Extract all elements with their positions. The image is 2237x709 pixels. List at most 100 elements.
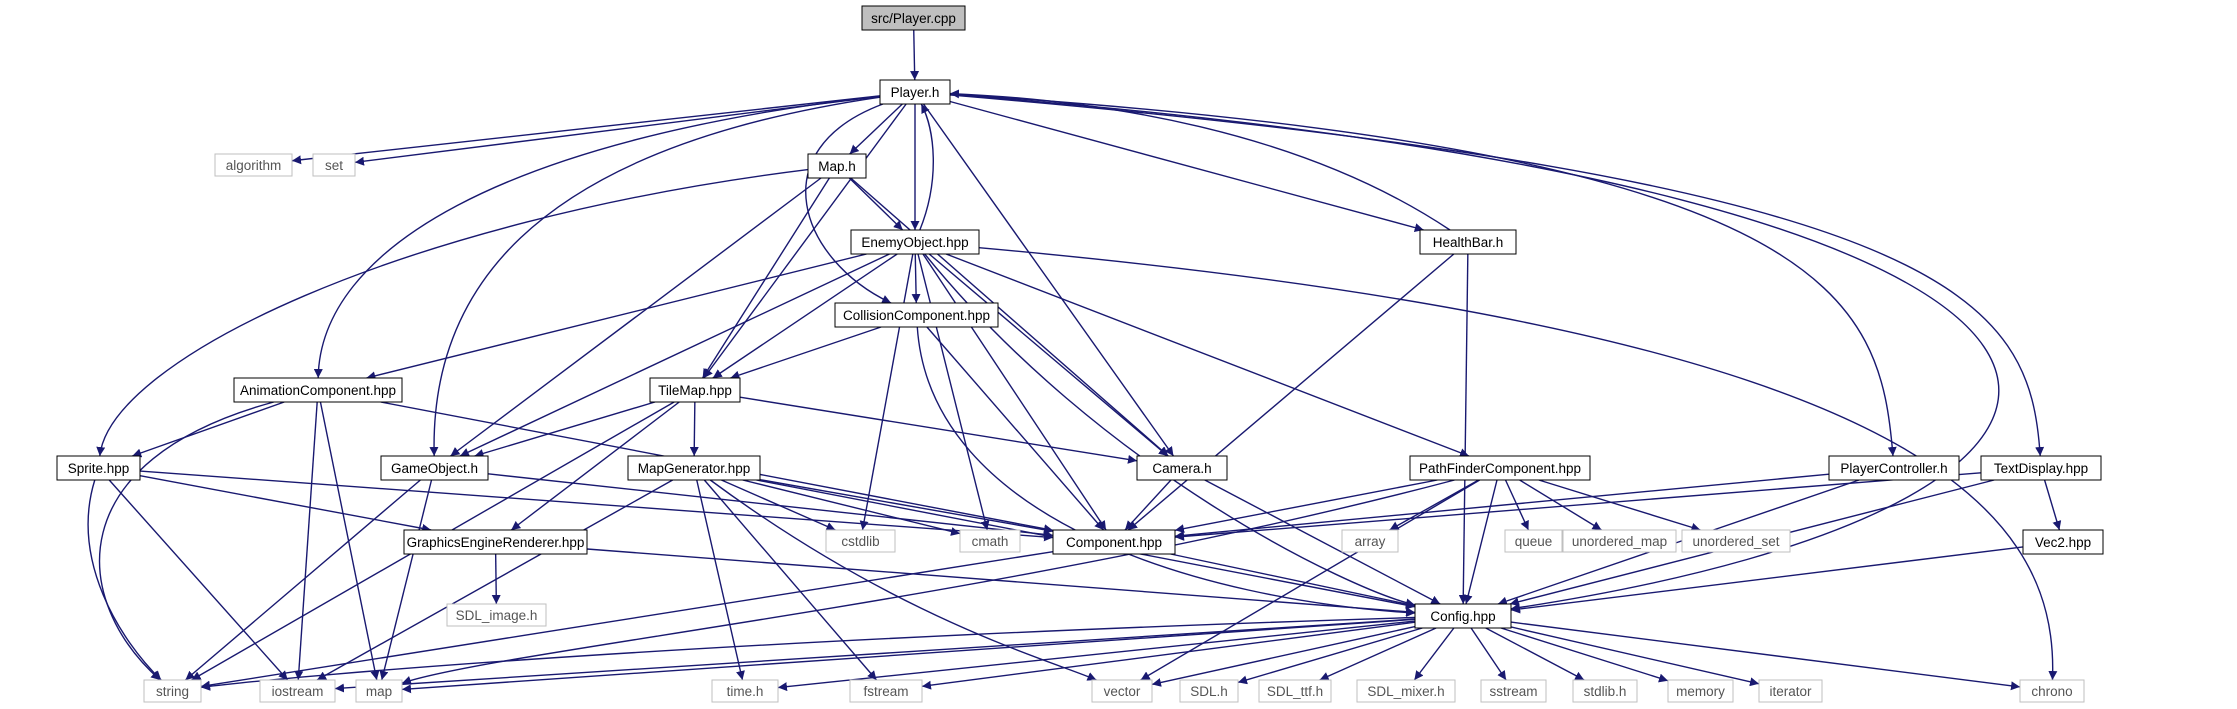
node-queue: queue	[1504, 529, 1563, 553]
edge-animation-to-string	[98, 401, 274, 681]
node-set: set	[312, 153, 356, 177]
node-box	[233, 377, 403, 403]
edge-player_h-to-map_h	[849, 103, 903, 155]
node-label: memory	[1676, 684, 1725, 699]
edge-player_h-to-healthbar	[949, 100, 1424, 232]
node-box	[879, 79, 951, 105]
edge-gameobject-to-string	[184, 479, 421, 681]
edge-map_h-to-tilemap	[702, 177, 830, 379]
edge-pathfinder-to-unordered_set	[1538, 479, 1701, 532]
edge-player_h-to-tilemap	[703, 103, 907, 379]
node-gameobject[interactable]: GameObject.h	[380, 455, 489, 481]
node-player_h[interactable]: Player.h	[879, 79, 951, 105]
node-player_cpp[interactable]: src/Player.cpp	[861, 5, 966, 31]
node-label: cmath	[972, 534, 1009, 549]
node-iterator: iterator	[1758, 679, 1823, 703]
node-label: unordered_map	[1572, 534, 1667, 549]
node-box	[959, 529, 1021, 553]
edge-player_h-to-playercontroller	[949, 93, 1897, 457]
node-box	[1136, 455, 1228, 481]
node-box	[1758, 679, 1823, 703]
node-label: iostream	[272, 684, 324, 699]
node-box	[1341, 529, 1399, 553]
edge-sprite-to-component	[139, 470, 1054, 542]
node-label: SDL_mixer.h	[1367, 684, 1444, 699]
node-sprite[interactable]: Sprite.hpp	[56, 455, 141, 481]
node-label: string	[156, 684, 189, 699]
node-mapgen[interactable]: MapGenerator.hpp	[627, 455, 761, 481]
node-box	[2022, 529, 2104, 555]
edge-healthbar-to-config	[1458, 253, 1469, 605]
node-tilemap[interactable]: TileMap.hpp	[649, 377, 741, 403]
node-box	[1572, 679, 1638, 703]
node-sdl_mixer: SDL_mixer.h	[1356, 679, 1456, 703]
edge-component-to-string	[200, 550, 1054, 690]
node-label: Config.hpp	[1430, 609, 1495, 624]
node-label: SDL.h	[1190, 684, 1228, 699]
edge-mapgen-to-fstream	[703, 479, 878, 681]
node-label: fstream	[863, 684, 908, 699]
node-enemyobject[interactable]: EnemyObject.hpp	[850, 229, 980, 255]
node-box	[649, 377, 741, 403]
node-label: array	[1355, 534, 1386, 549]
edge-player_h-to-animation	[313, 95, 881, 379]
node-config[interactable]: Config.hpp	[1414, 603, 1512, 629]
edge-tilemap-to-gameobject	[474, 401, 656, 458]
edge-enemyobject-to-collision	[911, 253, 921, 304]
node-label: PlayerController.h	[1840, 461, 1947, 476]
edge-pathfinder-to-component	[1174, 479, 1438, 534]
edge-gfxrenderer-to-config	[586, 548, 1416, 617]
node-box	[403, 529, 588, 555]
edge-enemyobject-to-animation	[366, 253, 867, 381]
node-collision[interactable]: CollisionComponent.hpp	[834, 302, 999, 328]
node-map_h[interactable]: Map.h	[807, 153, 867, 179]
node-box	[850, 229, 980, 255]
node-label: MapGenerator.hpp	[638, 461, 751, 476]
node-gfxrenderer[interactable]: GraphicsEngineRenderer.hpp	[403, 529, 588, 555]
node-label: GameObject.h	[391, 461, 478, 476]
edge-sprite-to-iostream	[108, 479, 289, 681]
node-box	[380, 455, 489, 481]
node-component[interactable]: Component.hpp	[1052, 529, 1176, 555]
node-array: array	[1341, 529, 1399, 553]
node-animation[interactable]: AnimationComponent.hpp	[233, 377, 403, 403]
node-healthbar[interactable]: HealthBar.h	[1419, 229, 1517, 255]
node-pathfinder[interactable]: PathFinderComponent.hpp	[1409, 455, 1591, 481]
edge-playercontroller-to-config	[1497, 479, 1860, 606]
edge-mapgen-to-vector	[709, 479, 1097, 681]
node-memory: memory	[1667, 679, 1734, 703]
edge-map_h-to-gameobject	[450, 177, 822, 457]
edge-textdisplay-to-vec2	[2043, 479, 2062, 531]
node-label: Sprite.hpp	[68, 461, 130, 476]
node-box	[1419, 229, 1517, 255]
edge-pathfinder-to-array	[1389, 479, 1479, 531]
edge-animation-to-iostream	[294, 401, 318, 681]
node-box	[711, 679, 779, 703]
node-box	[446, 603, 547, 627]
edge-pathfinder-to-queue	[1504, 479, 1530, 531]
edge-enemyobject-to-player_h	[919, 103, 934, 231]
edge-vec2-to-config	[1510, 546, 2024, 614]
edge-config-to-sdl_mixer	[1413, 627, 1455, 681]
edge-enemyobject-to-chrono	[978, 247, 2058, 681]
edge-config-to-vector	[1151, 625, 1416, 687]
edge-textdisplay-to-component	[1174, 472, 1982, 541]
node-box	[1258, 679, 1332, 703]
edge-config-to-stdlib_h	[1485, 627, 1585, 681]
node-label: Camera.h	[1152, 461, 1211, 476]
node-box	[214, 153, 293, 177]
node-label: TextDisplay.hpp	[1994, 461, 2088, 476]
edge-config-to-iostream	[334, 618, 1416, 693]
node-map: map	[355, 679, 403, 703]
edge-player_h-to-gameobject	[429, 96, 881, 457]
node-camera[interactable]: Camera.h	[1136, 455, 1228, 481]
node-label: stdlib.h	[1584, 684, 1627, 699]
edge-config-to-time_h	[777, 620, 1416, 692]
node-vector: vector	[1091, 679, 1153, 703]
edge-mapgen-to-cstdlib	[721, 479, 836, 531]
edge-animation-to-sprite	[132, 401, 285, 458]
node-textdisplay[interactable]: TextDisplay.hpp	[1980, 455, 2102, 481]
node-vec2[interactable]: Vec2.hpp	[2022, 529, 2104, 555]
node-playercontroller[interactable]: PlayerController.h	[1828, 455, 1960, 481]
edge-map_h-to-sprite	[96, 168, 809, 457]
